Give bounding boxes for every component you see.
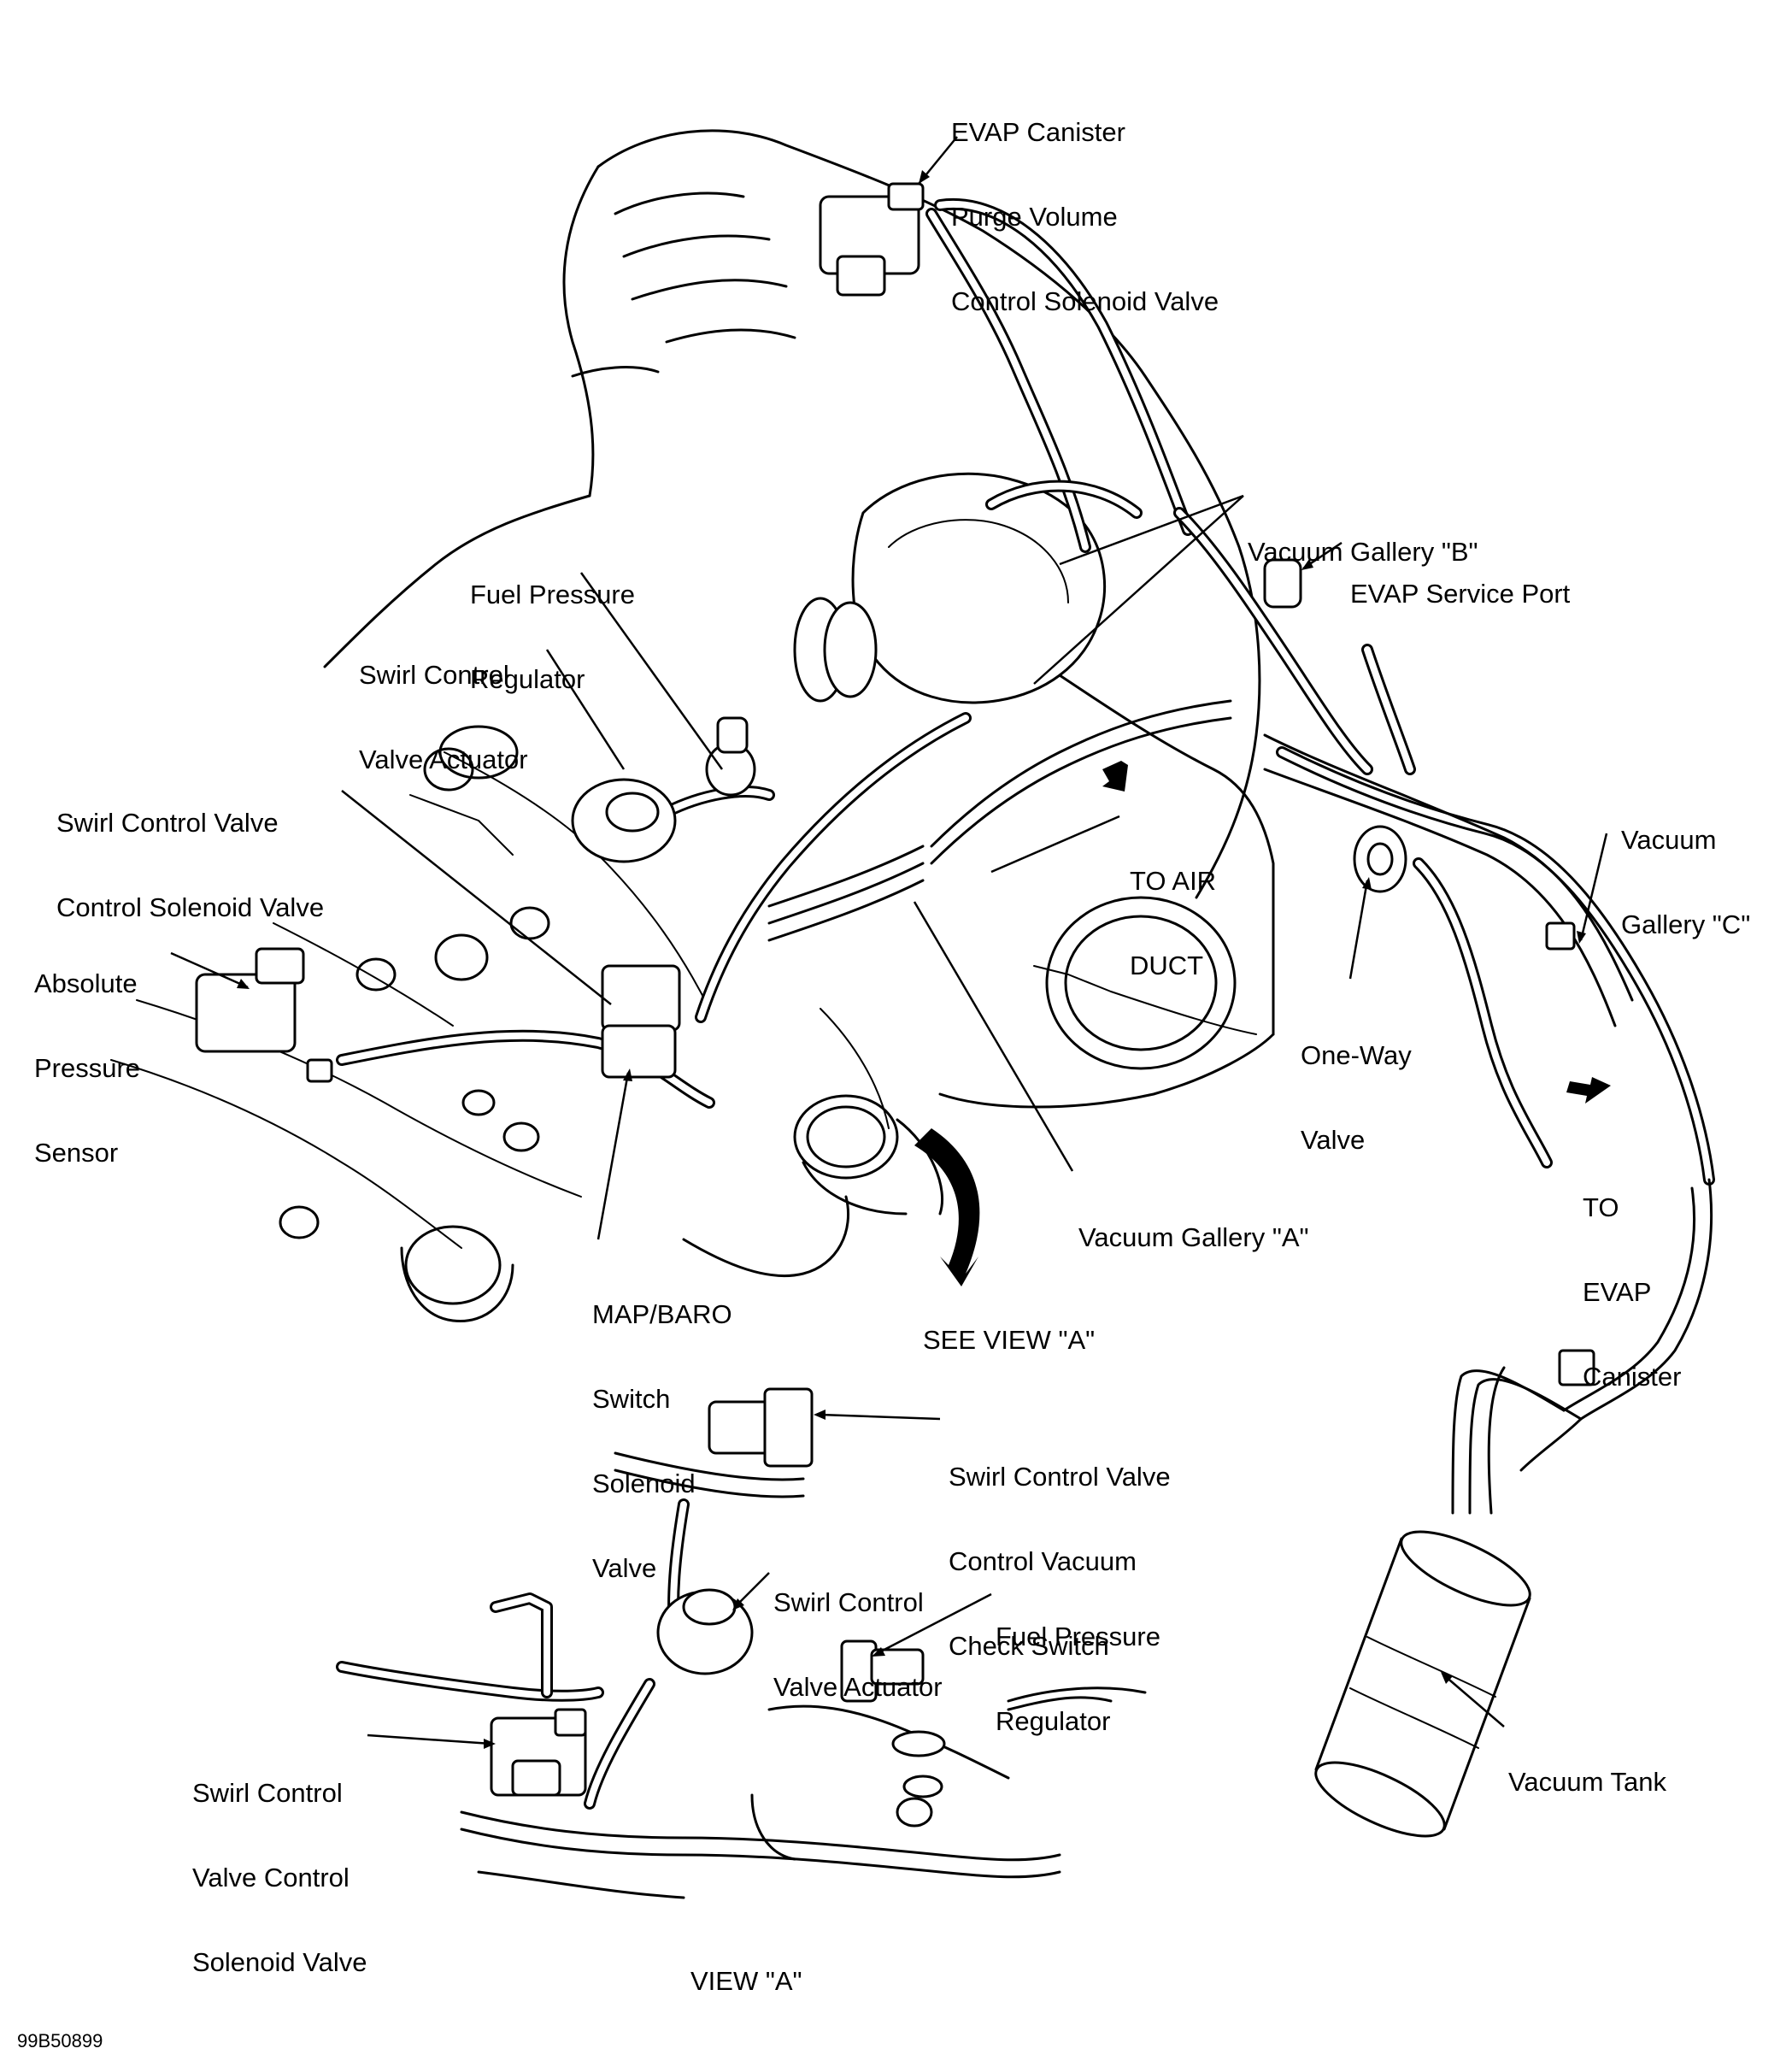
leader-lines (170, 136, 1611, 1749)
label-absolute-pressure-sensor: Absolute Pressure Sensor (34, 968, 141, 1168)
components (195, 182, 1595, 1386)
label-one-way-valve: One-Way Valve (1301, 1040, 1412, 1155)
label-view-a-swirl-actuator: Swirl Control Valve Actuator (773, 1587, 943, 1702)
label-vacuum-gallery-a: Vacuum Gallery "A" (1078, 1222, 1309, 1252)
label-swirl-control-solenoid-valve: Swirl Control Valve Control Solenoid Val… (56, 808, 325, 922)
label-evap-purge-solenoid: EVAP Canister Purge Volume Control Solen… (951, 117, 1219, 316)
label-swirl-control-valve-actuator: Swirl Control Valve Actuator (359, 660, 528, 774)
label-view-a-swirl-solenoid: Swirl Control Valve Control Solenoid Val… (192, 1778, 367, 1977)
label-view-a-title: VIEW "A" (690, 1966, 802, 1996)
engine-outline (110, 129, 1275, 1323)
figure-code: 99B50899 (17, 2030, 103, 2051)
label-to-evap-canister: TO EVAP Canister (1583, 1192, 1682, 1392)
label-see-view-a: SEE VIEW "A" (923, 1325, 1096, 1355)
view-a-diagram (336, 1387, 1147, 1899)
label-vacuum-gallery-c: Vacuum Gallery "C" (1621, 825, 1751, 939)
label-to-air-duct: TO AIR DUCT (1130, 866, 1217, 980)
label-view-a-fuel-pressure-regulator: Fuel Pressure Regulator (996, 1622, 1160, 1736)
label-vacuum-tank: Vacuum Tank (1508, 1767, 1666, 1797)
vacuum-hoses (336, 197, 1715, 1515)
label-evap-service-port: EVAP Service Port (1350, 579, 1571, 609)
label-fuel-pressure-regulator: Fuel Pressure Regulator (470, 580, 635, 694)
label-map-baro-switch-solenoid: MAP/BARO Switch Solenoid Valve (592, 1299, 732, 1583)
label-vacuum-gallery-b: Vacuum Gallery "B" (1248, 537, 1478, 567)
label-view-a-check-switch: Swirl Control Valve Control Vacuum Check… (949, 1462, 1171, 1661)
vacuum-tank (1314, 1530, 1531, 1838)
